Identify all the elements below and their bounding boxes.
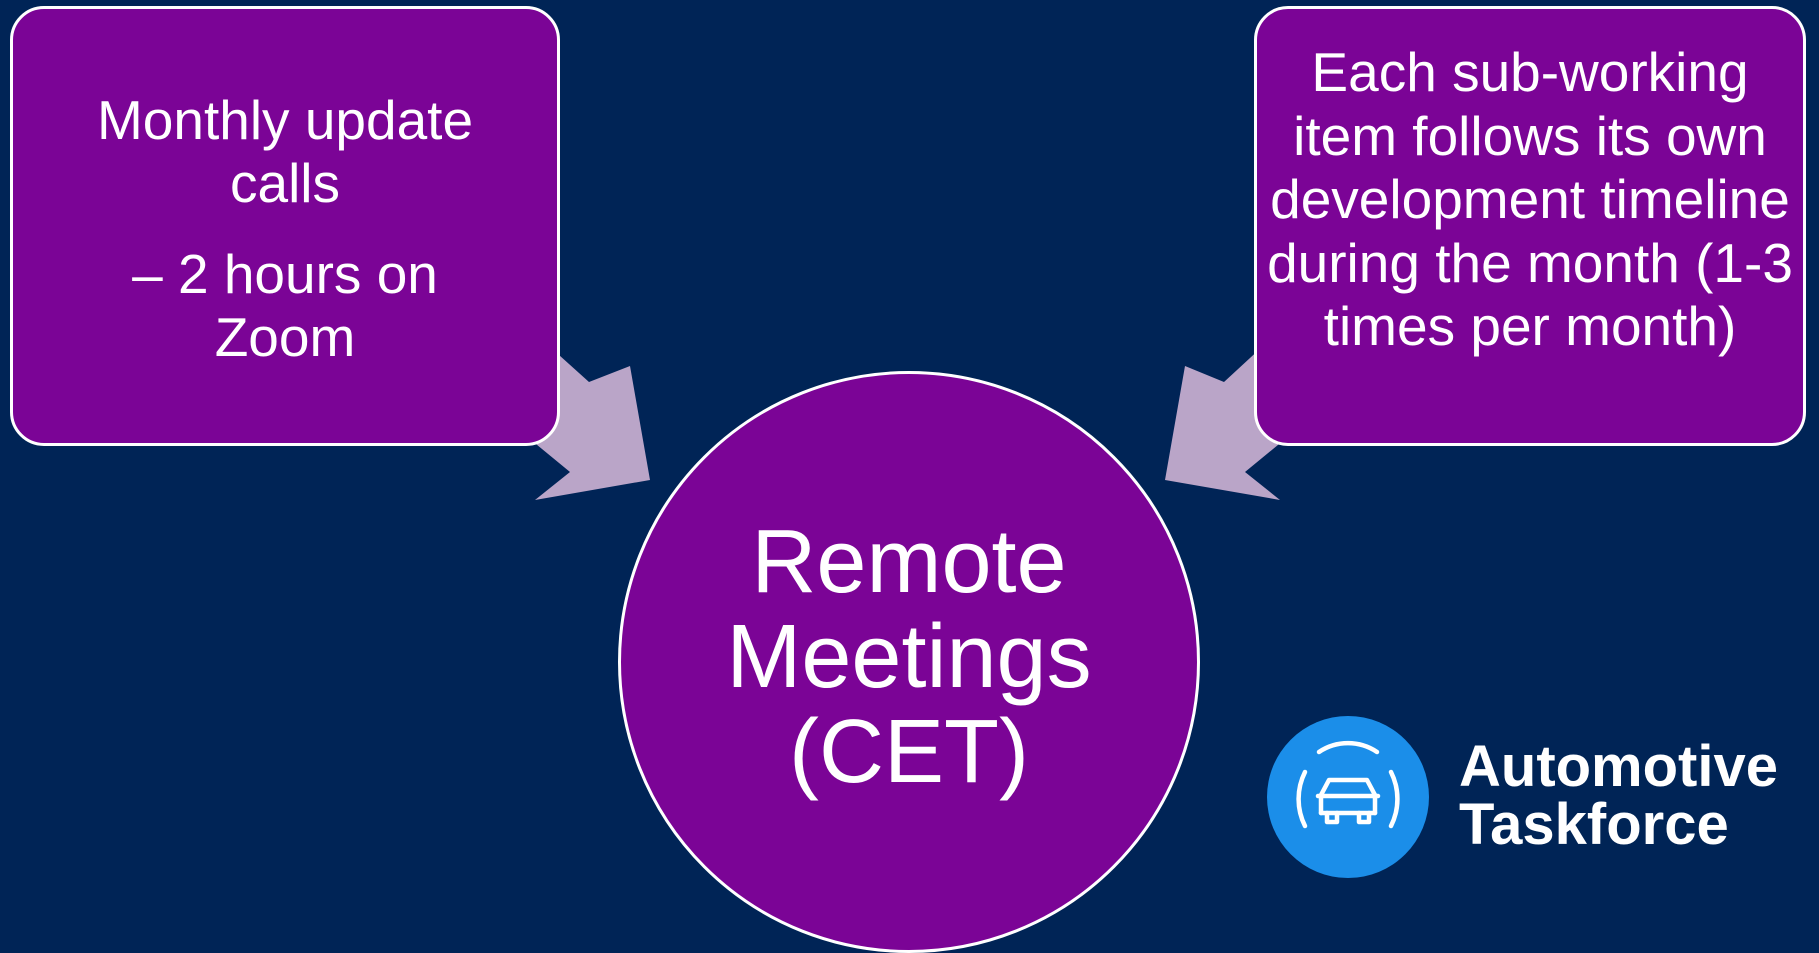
monthly-calls-box: Monthly update calls – 2 hours on Zoom — [10, 6, 560, 446]
monthly-calls-text: Monthly update calls — [96, 89, 474, 214]
sub-working-items-box: Each sub-working item follows its own de… — [1254, 6, 1806, 446]
automotive-taskforce-logo: Automotive Taskforce — [1267, 716, 1819, 882]
zoom-duration-text: – 2 hours on Zoom — [132, 243, 438, 368]
car-signal-icon — [1267, 716, 1429, 878]
logo-line-automotive: Automotive — [1459, 734, 1778, 799]
remote-meetings-circle: Remote Meetings (CET) — [618, 371, 1200, 953]
logo-line-taskforce: Taskforce — [1459, 792, 1729, 857]
remote-meetings-text: Remote Meetings (CET) — [726, 512, 1092, 802]
sub-working-items-text: Each sub-working item follows its own de… — [1267, 41, 1793, 357]
logo-wordmark: Automotive Taskforce — [1459, 738, 1778, 854]
